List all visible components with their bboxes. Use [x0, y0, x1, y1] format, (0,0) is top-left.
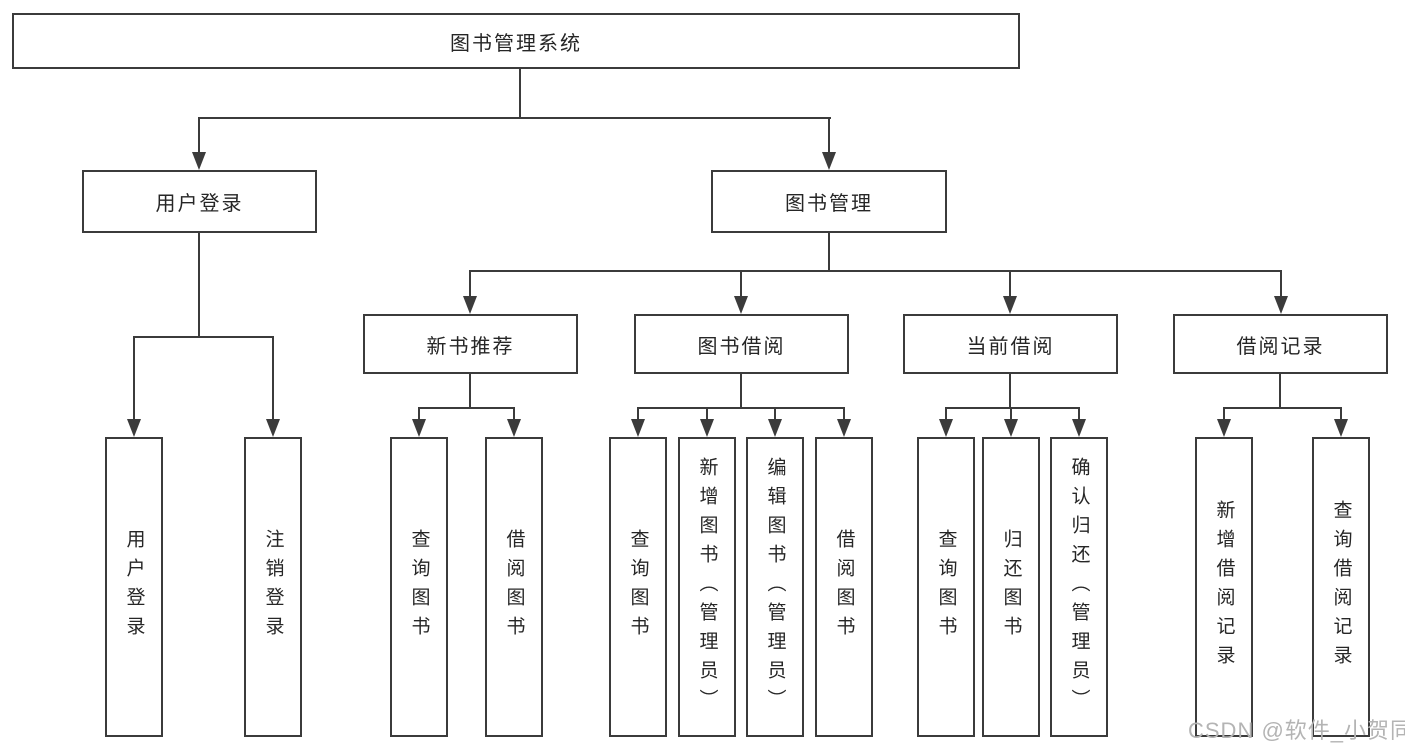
connector-drop-book-management: [828, 117, 830, 153]
arrowhead-br-add-icon: [1217, 419, 1231, 437]
connector-drop-bb-edit: [774, 407, 776, 420]
arrowhead-bb-borrow-icon: [837, 419, 851, 437]
arrowhead-book-management-icon: [822, 152, 836, 170]
leaf-current-return-book: 归还图书: [982, 437, 1040, 737]
connector-drop-new-book: [469, 270, 471, 297]
node-current-borrow: 当前借阅: [903, 314, 1118, 374]
connector-drop-user-login: [198, 117, 200, 153]
leaf-record-add-record: 新增借阅记录: [1195, 437, 1253, 737]
leaf-borrow-query-book: 查询图书: [609, 437, 667, 737]
connector-drop-br-query: [1340, 407, 1342, 420]
connector-current-borrow-split: [945, 407, 1080, 409]
arrowhead-book-borrow-icon: [734, 296, 748, 314]
node-new-book-recommend: 新书推荐: [363, 314, 578, 374]
leaf-borrow-edit-book-admin: 编辑图书（管理员）: [746, 437, 804, 737]
leaf-borrow-borrow-book: 借阅图书: [815, 437, 873, 737]
connector-drop-leaf-logout: [272, 336, 274, 420]
csdn-watermark: CSDN @软件_小贺同学: [1188, 718, 1405, 743]
connector-root-stem: [519, 69, 521, 118]
connector-drop-cb-query: [945, 407, 947, 420]
leaf-recommend-borrow-book: 借阅图书: [485, 437, 543, 737]
connector-drop-bb-borrow: [843, 407, 845, 420]
connector-book-borrow-split: [637, 407, 845, 409]
leaf-borrow-add-book-admin: 新增图书（管理员）: [678, 437, 736, 737]
leaf-recommend-query-book: 查询图书: [390, 437, 448, 737]
connector-book-management-stem: [828, 233, 830, 271]
arrowhead-current-borrow-icon: [1003, 296, 1017, 314]
arrowhead-new-book-icon: [463, 296, 477, 314]
arrowhead-cb-return-icon: [1004, 419, 1018, 437]
connector-borrow-record-split: [1223, 407, 1342, 409]
arrowhead-cb-query-icon: [939, 419, 953, 437]
arrowhead-bb-add-icon: [700, 419, 714, 437]
connector-user-login-split: [133, 336, 274, 338]
connector-level3-split: [469, 270, 1282, 272]
leaf-current-query-book: 查询图书: [917, 437, 975, 737]
connector-drop-br-add: [1223, 407, 1225, 420]
leaf-record-query-record: 查询借阅记录: [1312, 437, 1370, 737]
arrowhead-rec-borrow-icon: [507, 419, 521, 437]
arrowhead-cb-confirm-icon: [1072, 419, 1086, 437]
connector-drop-rec-query: [418, 407, 420, 420]
connector-drop-cb-confirm: [1078, 407, 1080, 420]
connector-current-borrow-stem: [1009, 374, 1011, 408]
node-user-login: 用户登录: [82, 170, 317, 233]
arrowhead-rec-query-icon: [412, 419, 426, 437]
connector-book-borrow-stem: [740, 374, 742, 408]
connector-drop-book-borrow: [740, 270, 742, 297]
arrowhead-user-login-icon: [192, 152, 206, 170]
connector-drop-leaf-login: [133, 336, 135, 420]
connector-drop-bb-add: [706, 407, 708, 420]
node-book-management: 图书管理: [711, 170, 947, 233]
connector-user-login-stem: [198, 233, 200, 337]
connector-drop-borrow-record: [1280, 270, 1282, 297]
leaf-logout: 注销登录: [244, 437, 302, 737]
node-book-borrow: 图书借阅: [634, 314, 849, 374]
arrowhead-br-query-icon: [1334, 419, 1348, 437]
connector-drop-cb-return: [1010, 407, 1012, 420]
leaf-current-confirm-return-admin: 确认归还（管理员）: [1050, 437, 1108, 737]
connector-new-book-stem: [469, 374, 471, 408]
arrowhead-borrow-record-icon: [1274, 296, 1288, 314]
connector-drop-current-borrow: [1009, 270, 1011, 297]
connector-borrow-record-stem: [1279, 374, 1281, 408]
connector-drop-rec-borrow: [513, 407, 515, 420]
arrowhead-leaf-logout-icon: [266, 419, 280, 437]
node-borrow-record: 借阅记录: [1173, 314, 1388, 374]
arrowhead-leaf-login-icon: [127, 419, 141, 437]
arrowhead-bb-query-icon: [631, 419, 645, 437]
arrowhead-bb-edit-icon: [768, 419, 782, 437]
connector-drop-bb-query: [637, 407, 639, 420]
leaf-user-login: 用户登录: [105, 437, 163, 737]
connector-new-book-split: [418, 407, 515, 409]
connector-level1-split: [198, 117, 831, 119]
node-root: 图书管理系统: [12, 13, 1020, 69]
